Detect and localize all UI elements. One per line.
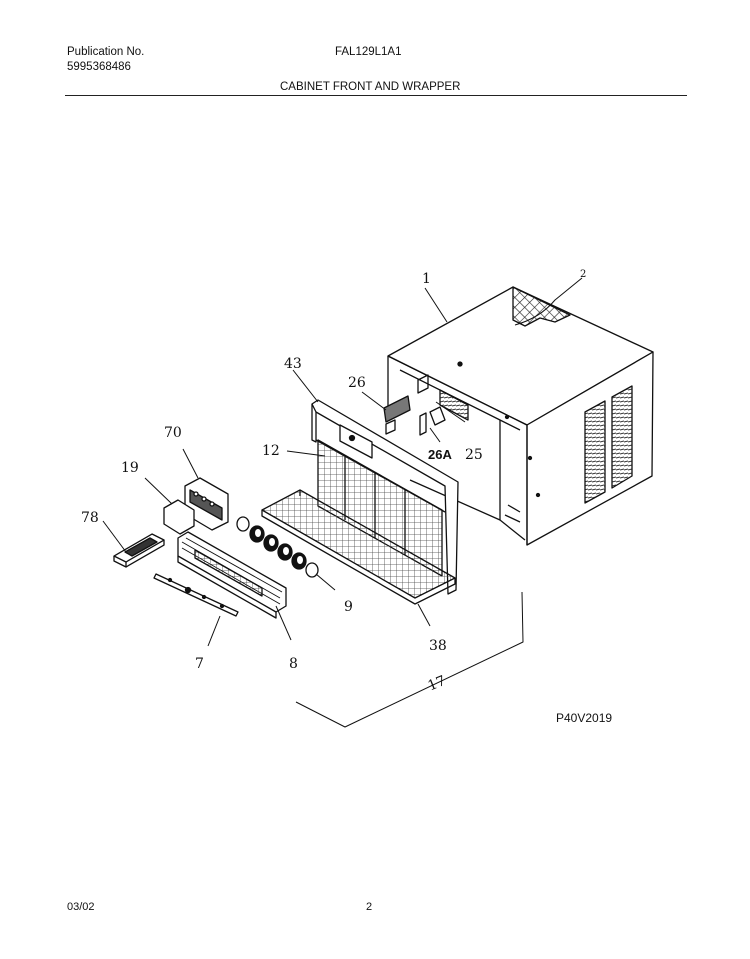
cabinet-wrapper xyxy=(387,286,654,546)
callout-7: 7 xyxy=(195,656,204,672)
leader-lines xyxy=(102,277,583,728)
side-vents xyxy=(584,385,633,504)
louver-grille xyxy=(177,531,287,619)
callout-26: 26 xyxy=(348,375,366,391)
control-label xyxy=(163,499,195,535)
callout-26a: 26A xyxy=(428,447,452,462)
callout-8: 8 xyxy=(289,656,298,672)
header-rule xyxy=(65,95,687,96)
bottom-tray xyxy=(261,489,456,605)
callout-25: 25 xyxy=(465,447,483,463)
callout-9: 9 xyxy=(344,599,353,615)
publication-number: 5995368486 xyxy=(67,61,131,73)
page-number: 2 xyxy=(366,901,373,913)
model-number: FAL129L1A1 xyxy=(335,46,402,58)
callout-1: 1 xyxy=(422,271,431,287)
footer-date: 03/02 xyxy=(67,901,95,913)
remote-control xyxy=(113,533,165,568)
callout-19: 19 xyxy=(121,460,139,476)
publication-label: Publication No. xyxy=(67,46,145,58)
mounting-brackets xyxy=(383,374,446,436)
diagram-reference-code: P40V2019 xyxy=(556,711,613,725)
callout-38: 38 xyxy=(429,638,447,654)
callout-43: 43 xyxy=(284,356,302,372)
callout-labels: 1 2 43 26 12 26A 25 70 19 78 9 38 7 8 17 xyxy=(81,269,586,694)
knob-set xyxy=(236,516,319,578)
callout-78: 78 xyxy=(81,510,99,526)
callout-2: 2 xyxy=(580,269,586,280)
callout-12: 12 xyxy=(262,443,280,459)
deflector-strip xyxy=(153,573,239,617)
callout-70: 70 xyxy=(164,425,182,441)
section-title: CABINET FRONT AND WRAPPER xyxy=(280,81,461,93)
callout-17: 17 xyxy=(426,673,449,695)
mesh-panel xyxy=(512,286,571,327)
